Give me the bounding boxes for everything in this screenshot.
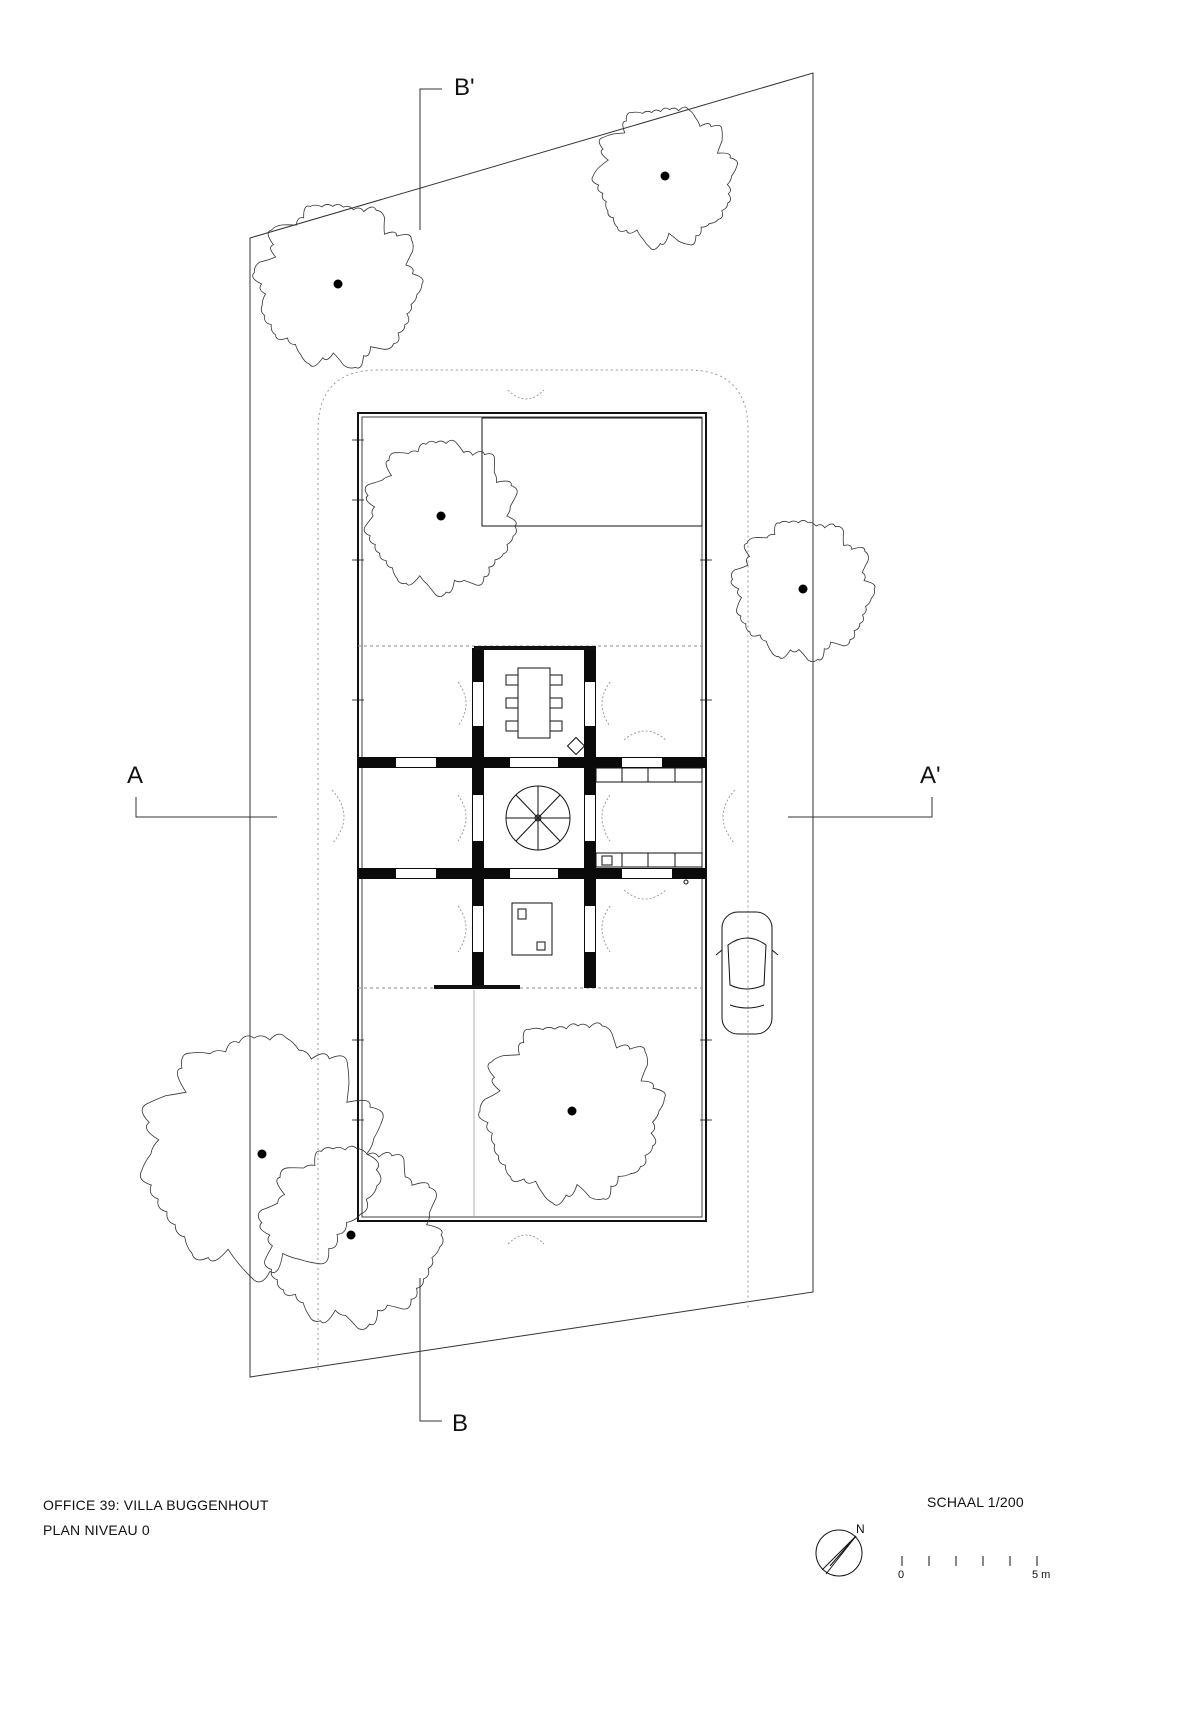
section-label-b: B — [452, 1410, 469, 1437]
tree-trunk — [567, 1106, 577, 1116]
tree-canopy-icon — [257, 1145, 444, 1330]
structural-grid — [358, 648, 706, 988]
north-label: N — [856, 1522, 865, 1536]
section-line-a — [135, 797, 277, 818]
tree-trunk — [660, 171, 670, 181]
building-outline — [357, 412, 707, 1222]
dining-table-icon — [505, 667, 563, 739]
kitchen-island-icon — [511, 902, 553, 956]
tree-canopy-icon — [478, 1022, 666, 1206]
drawing-title: PLAN NIVEAU 0 — [43, 1522, 150, 1538]
tree-trunk — [436, 511, 446, 521]
tree-trunk — [333, 279, 343, 289]
section-line-b-prime — [419, 88, 442, 230]
tree-trunk — [798, 584, 808, 594]
section-label-a: A — [127, 762, 144, 789]
scale-start-label: 0 — [898, 1569, 905, 1581]
pool — [481, 417, 703, 527]
section-label-a-prime: A' — [920, 762, 941, 789]
scale-bar — [901, 1556, 1038, 1566]
tree-canopy-icon — [363, 439, 518, 598]
north-arrow-icon — [815, 1529, 863, 1577]
kitchen-units — [595, 767, 703, 885]
tree-canopy-icon — [139, 1033, 384, 1283]
scale-end-label: 5 m — [1032, 1569, 1051, 1581]
scale-label: SCHAAL 1/200 — [927, 1494, 1024, 1510]
tree-trunk — [257, 1149, 267, 1159]
trees — [139, 106, 876, 1330]
plot-boundary — [249, 72, 814, 1378]
spiral-stair-icon — [505, 785, 571, 851]
section-label-b-prime: B' — [454, 74, 475, 101]
tree-canopy-icon — [730, 520, 876, 663]
tree-trunk — [346, 1230, 356, 1240]
car-icon — [715, 911, 779, 1035]
door-swings — [331, 389, 736, 1245]
section-line-b — [419, 1278, 442, 1422]
tree-canopy-icon — [252, 204, 424, 369]
project-title: OFFICE 39: VILLA BUGGENHOUT — [43, 1497, 269, 1513]
tree-canopy-icon — [591, 106, 739, 250]
section-line-a-prime — [788, 797, 933, 818]
